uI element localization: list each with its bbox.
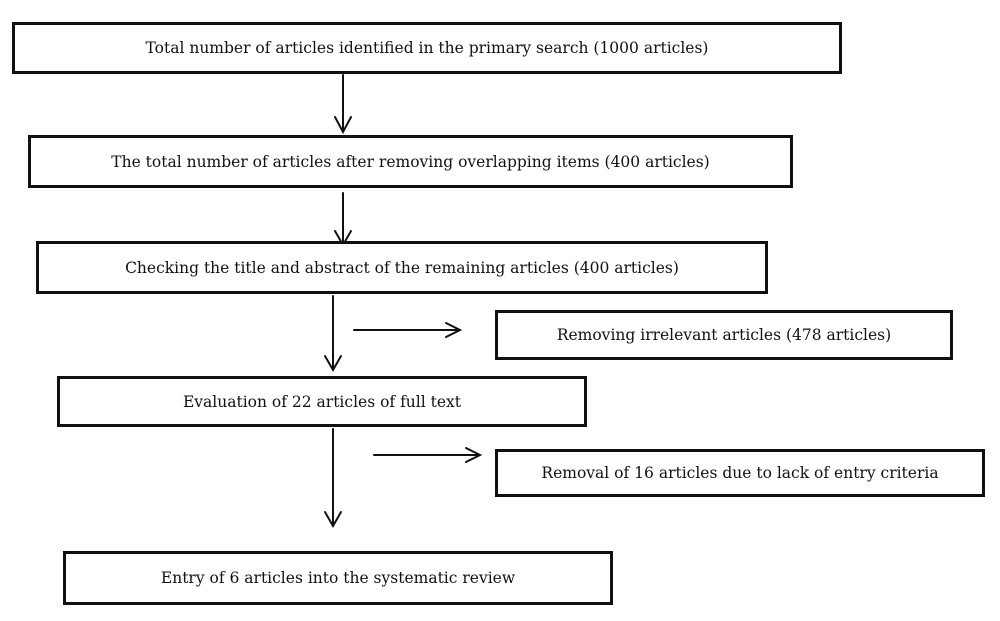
box-full-text-label: Evaluation of 22 articles of full text [182, 392, 462, 411]
box-irrelevant-removed-label: Removing irrelevant articles (478 articl… [556, 326, 892, 344]
arrow-identified-to-overlap [334, 74, 352, 135]
box-criteria-removed-label: Removal of 16 articles due to lack of en… [541, 464, 939, 482]
box-included: Entry of 6 articles into the systematic … [63, 551, 613, 605]
box-identified-label: Total number of articles identified in t… [145, 39, 709, 57]
box-irrelevant-removed: Removing irrelevant articles (478 articl… [495, 310, 953, 360]
arrow-to-irrelevant-removed [353, 322, 463, 338]
box-after-overlap: The total number of articles after remov… [28, 135, 793, 188]
box-included-label: Entry of 6 articles into the systematic … [160, 569, 516, 587]
box-after-overlap-label: The total number of articles after remov… [111, 152, 710, 171]
arrow-to-criteria-removed [373, 447, 483, 463]
arrow-fulltext-to-included [324, 428, 342, 529]
box-screening: Checking the title and abstract of the r… [36, 241, 768, 294]
box-criteria-removed: Removal of 16 articles due to lack of en… [495, 449, 985, 497]
box-full-text: Evaluation of 22 articles of full text [57, 376, 587, 427]
arrow-screening-to-fulltext [324, 295, 342, 373]
box-identified: Total number of articles identified in t… [12, 22, 842, 74]
box-screening-label: Checking the title and abstract of the r… [125, 258, 679, 277]
arrow-overlap-to-screening [334, 192, 352, 248]
